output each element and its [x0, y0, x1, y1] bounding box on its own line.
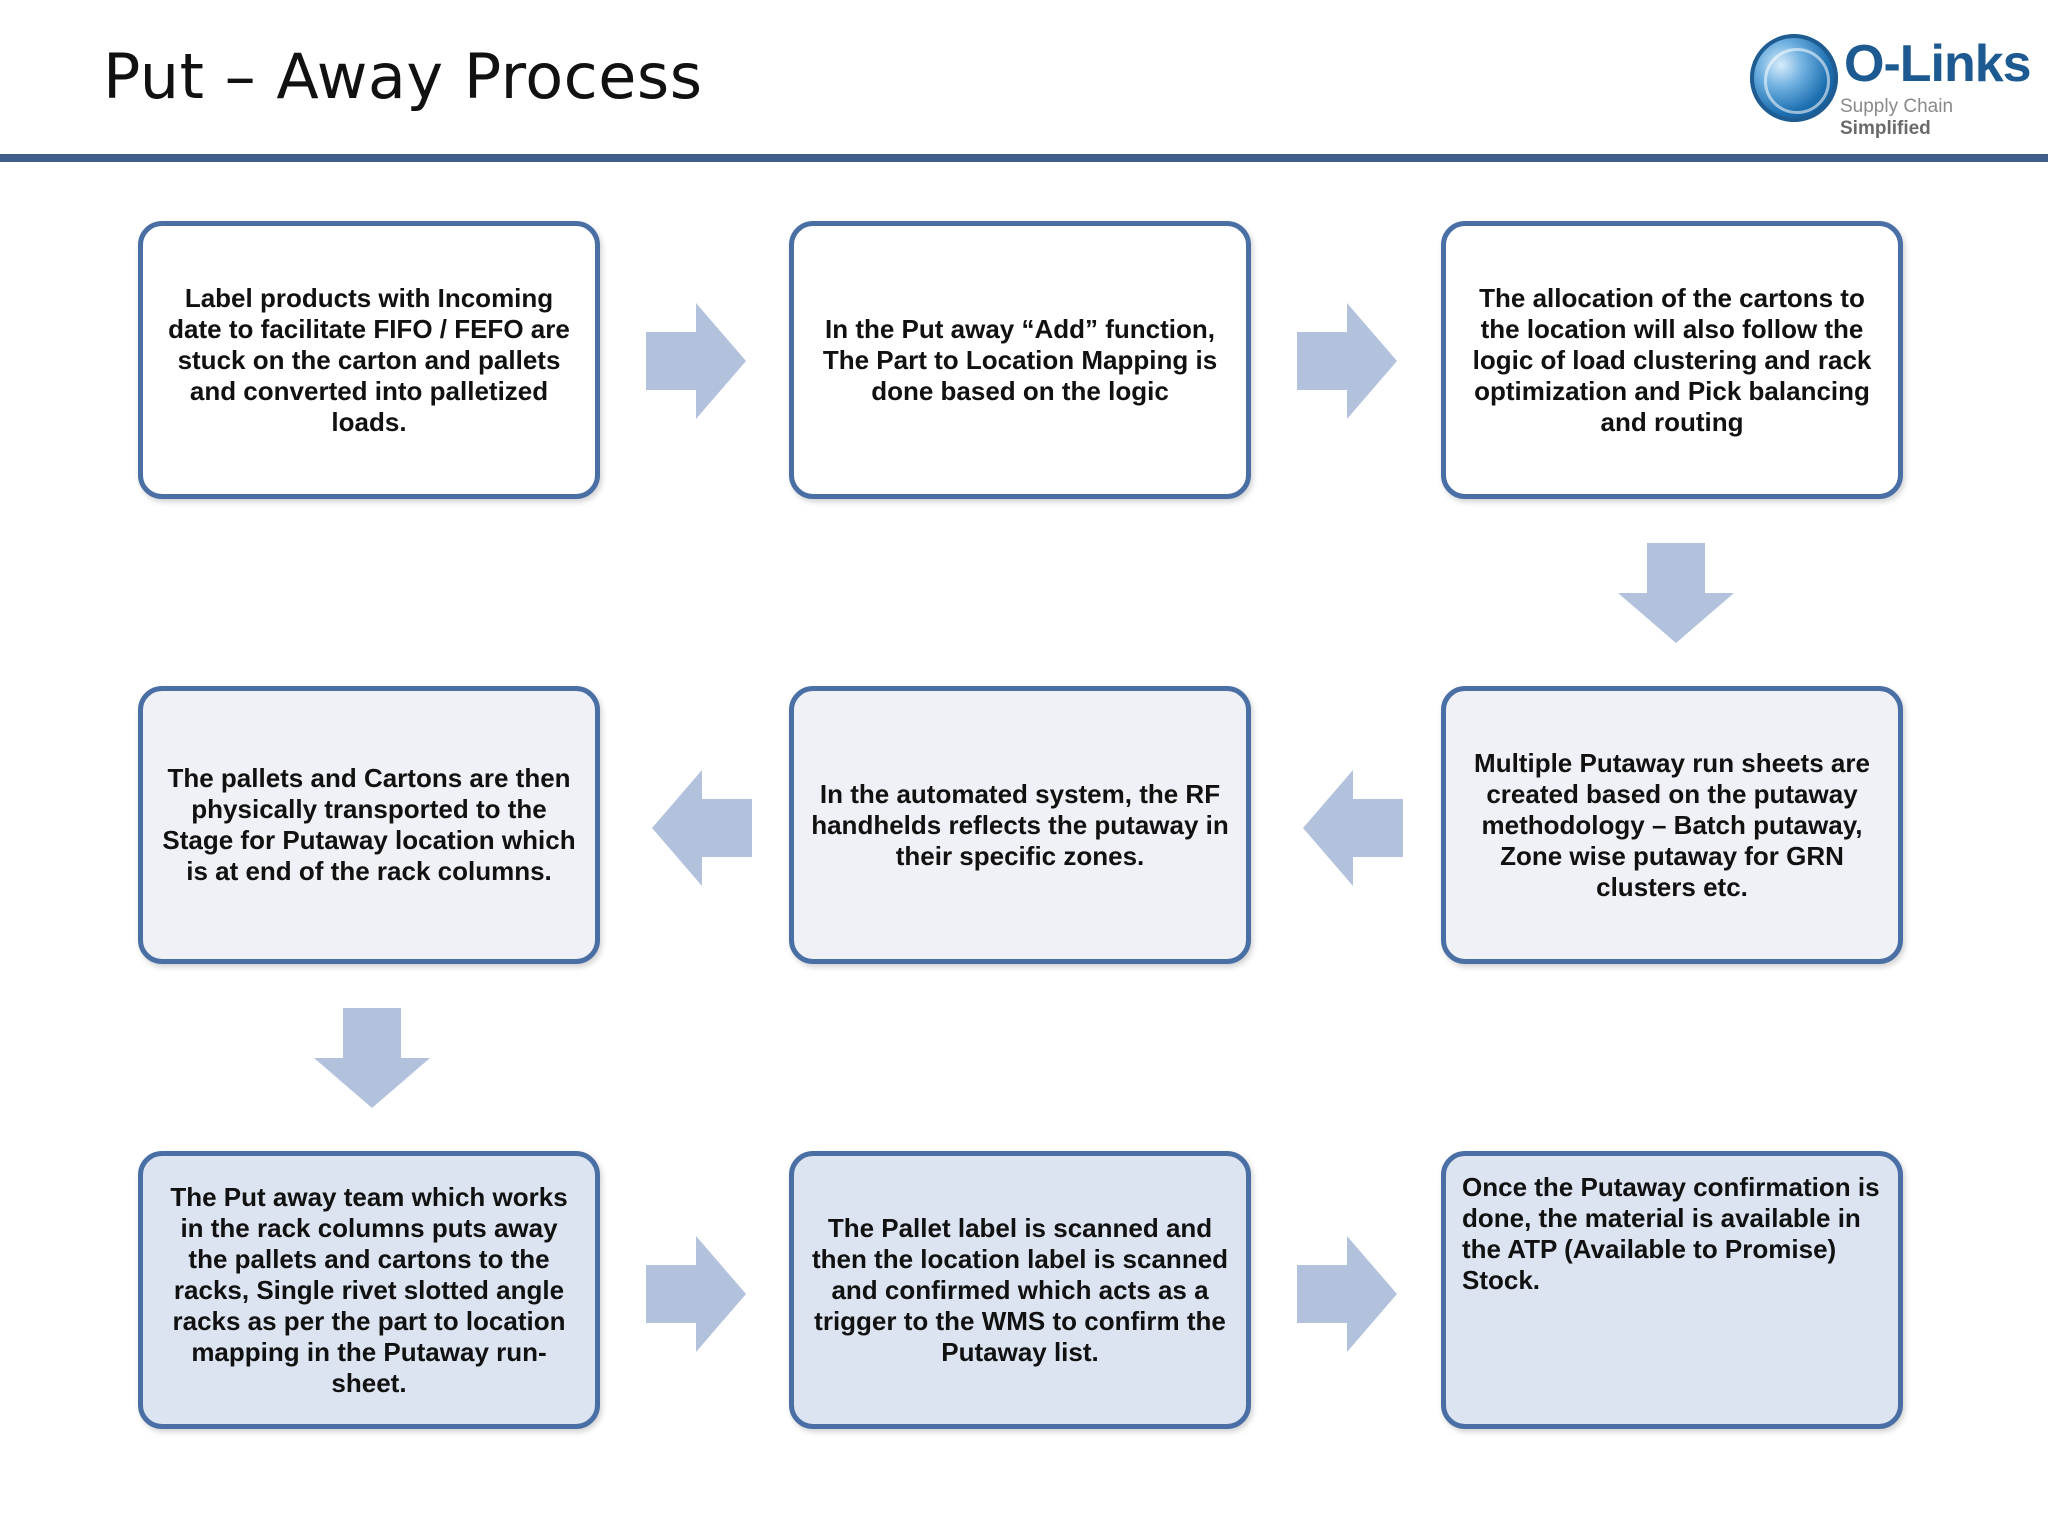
arrow-left-icon	[652, 770, 752, 886]
step-box-4: Multiple Putaway run sheets are created …	[1441, 686, 1903, 964]
arrow-right-icon	[1297, 303, 1397, 419]
logo-tagline: Supply Chain Simplified	[1840, 96, 2038, 140]
step-text-5: In the automated system, the RF handheld…	[811, 778, 1229, 871]
step-box-3: The allocation of the cartons to the loc…	[1441, 221, 1903, 499]
step-box-6: The pallets and Cartons are then physica…	[138, 686, 600, 964]
step-box-9: Once the Putaway confirmation is done, t…	[1441, 1151, 1903, 1429]
o-links-logo: O-Links Supply Chain Simplified	[1748, 30, 2038, 139]
arrow-down-icon	[1618, 543, 1734, 643]
globe-icon	[1750, 34, 1838, 122]
step-box-8: The Pallet label is scanned and then the…	[789, 1151, 1251, 1429]
logo-tagline-light: Supply Chain	[1840, 96, 1954, 117]
step-text-7: The Put away team which works in the rac…	[170, 1181, 568, 1398]
step-text-6: The pallets and Cartons are then physica…	[162, 763, 576, 886]
step-box-1: Label products with Incoming date to fac…	[138, 221, 600, 499]
step-text-1: Label products with Incoming date to fac…	[168, 282, 570, 437]
step-box-7: The Put away team which works in the rac…	[138, 1151, 600, 1429]
arrow-right-icon	[1297, 1236, 1397, 1352]
step-text-9: Once the Putaway confirmation is done, t…	[1462, 1172, 1880, 1295]
step-text-3: The allocation of the cartons to the loc…	[1472, 282, 1872, 437]
arrow-right-icon	[646, 1236, 746, 1352]
header-divider	[0, 154, 2048, 162]
step-text-4: Multiple Putaway run sheets are created …	[1474, 747, 1870, 902]
step-box-2: In the Put away “Add” function, The Part…	[789, 221, 1251, 499]
page-title: Put – Away Process	[103, 40, 703, 113]
arrow-left-icon	[1303, 770, 1403, 886]
step-box-5: In the automated system, the RF handheld…	[789, 686, 1251, 964]
step-text-8: The Pallet label is scanned and then the…	[811, 1212, 1229, 1367]
arrow-right-icon	[646, 303, 746, 419]
logo-name: O-Links	[1844, 35, 2032, 93]
logo-tagline-bold: Simplified	[1840, 118, 1931, 139]
step-text-2: In the Put away “Add” function, The Part…	[822, 313, 1218, 406]
arrow-down-icon	[314, 1008, 430, 1108]
